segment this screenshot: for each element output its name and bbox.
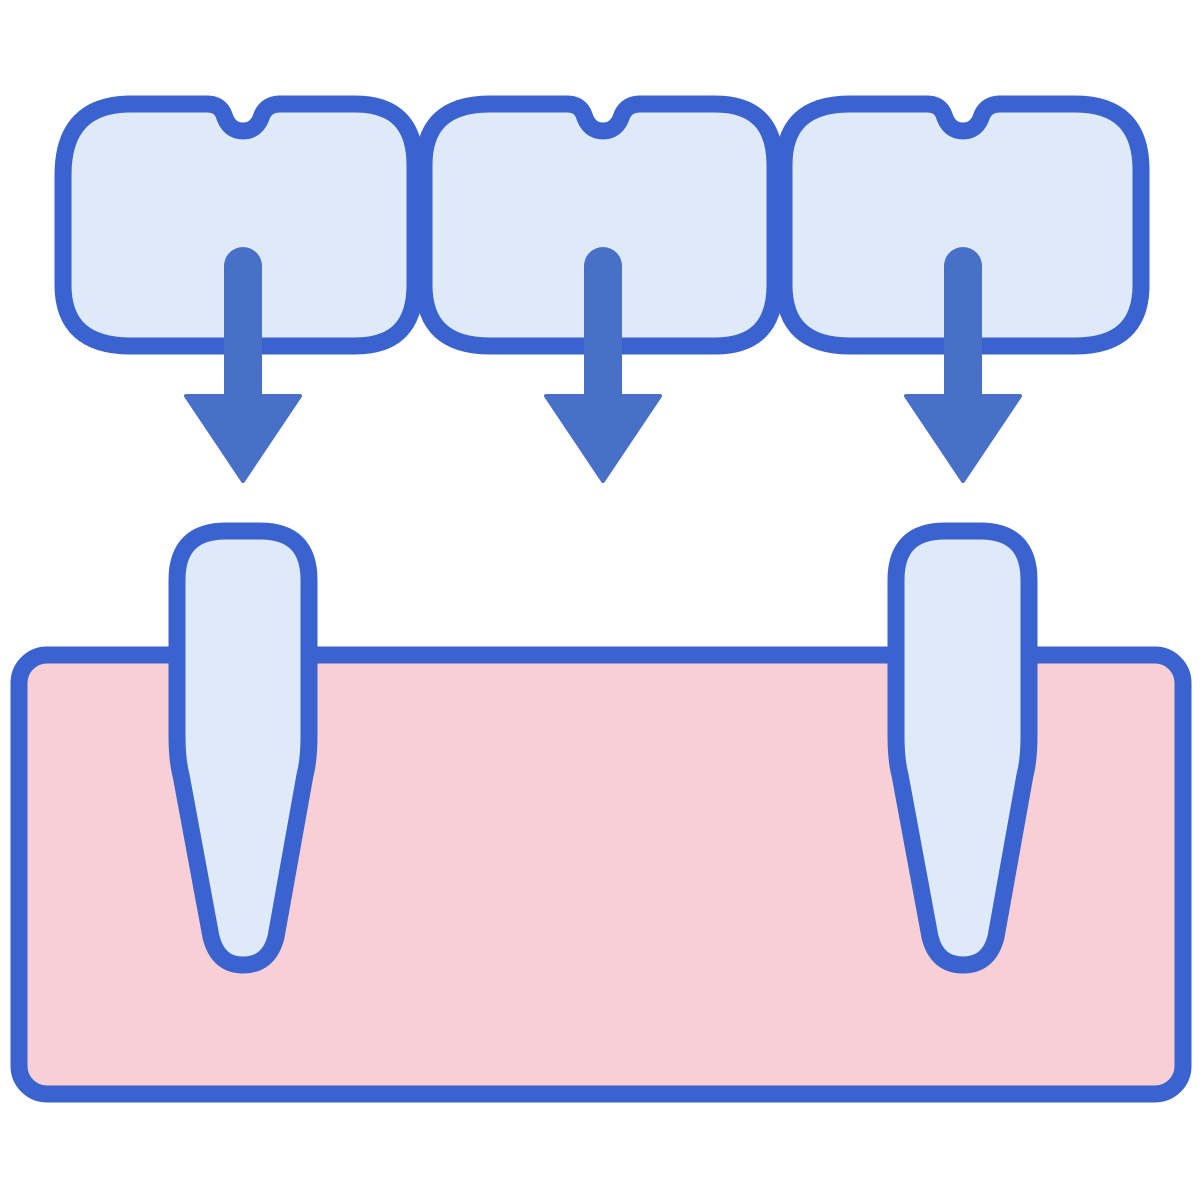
arrow-down-2 [544,247,662,483]
crown-1 [54,95,424,355]
bridge-crowns [54,95,1150,355]
implant-root-right [887,522,1038,974]
crown-2 [415,95,784,355]
implant-root-left [168,522,318,974]
crown-3 [775,95,1150,355]
arrow-down-1 [184,247,302,483]
arrow-down-3 [904,247,1022,483]
